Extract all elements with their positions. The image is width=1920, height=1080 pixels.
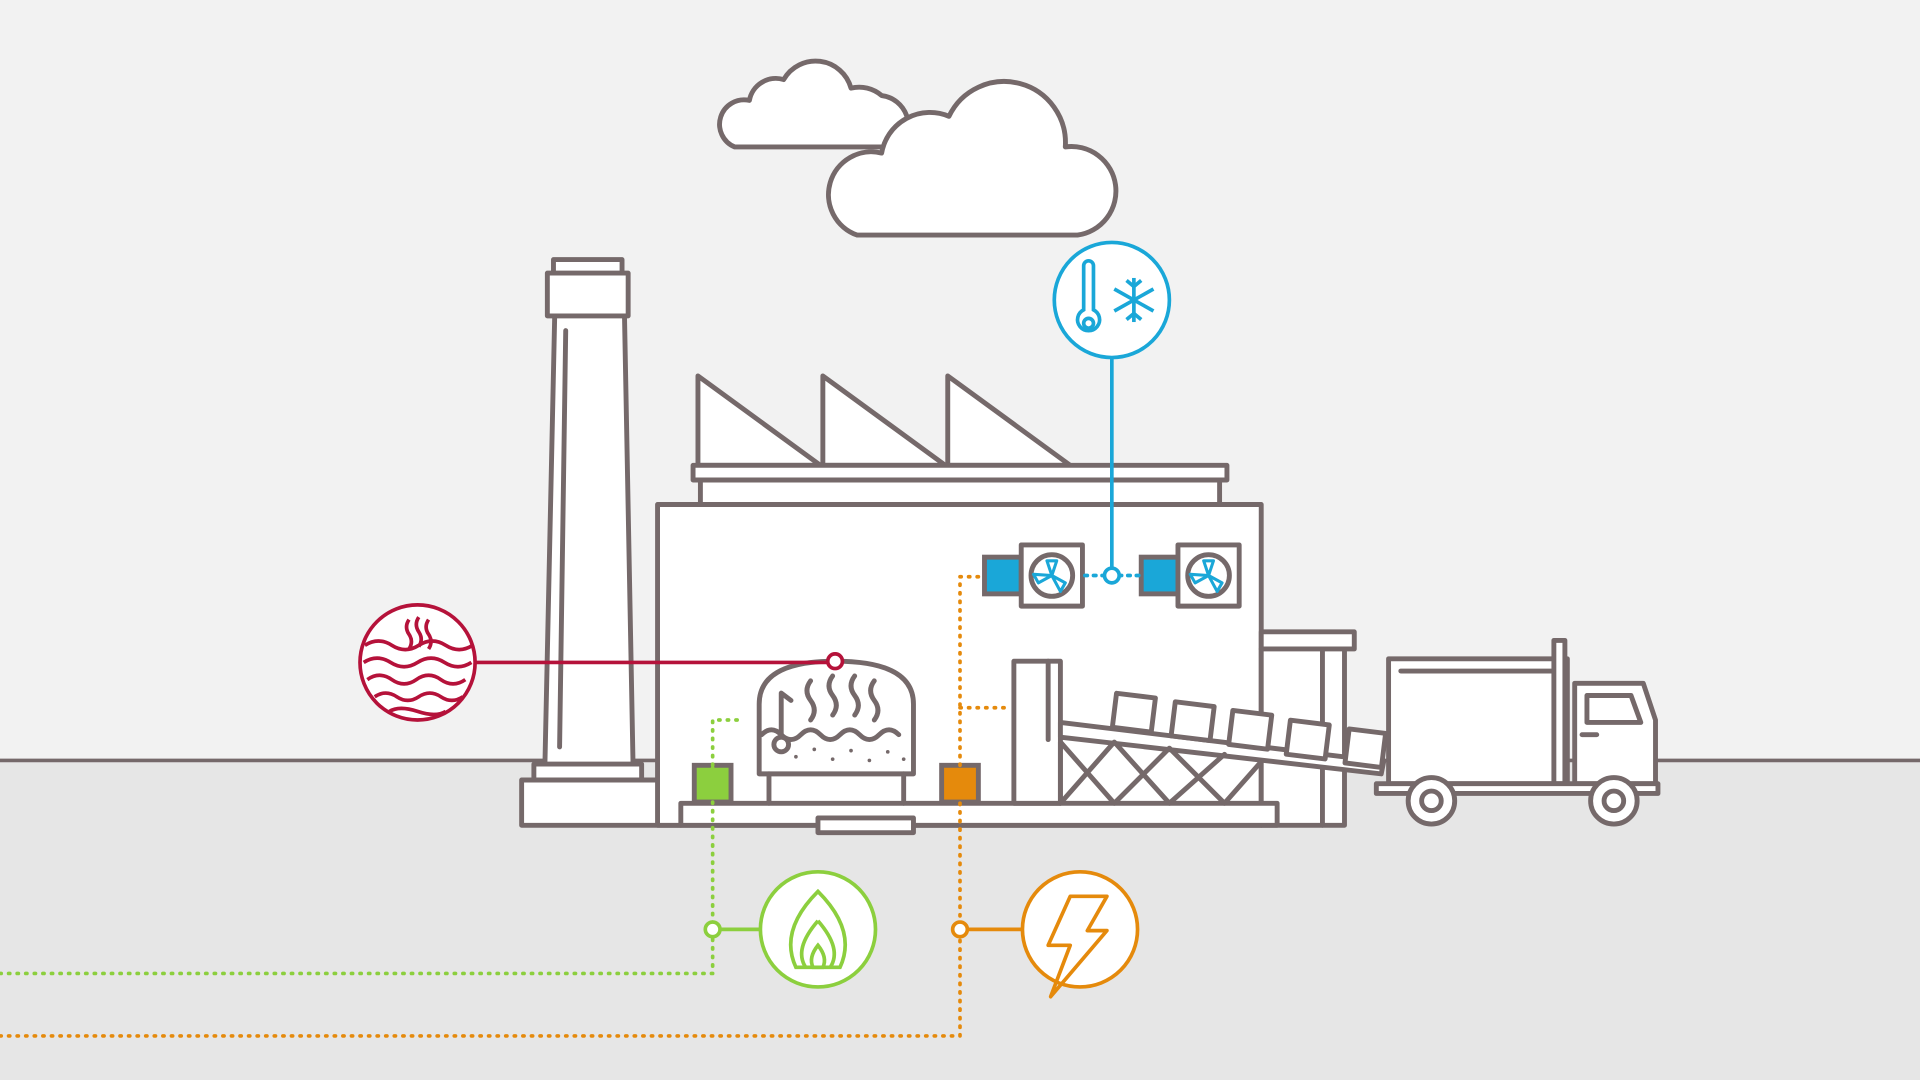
truck-icon <box>1373 637 1661 827</box>
thermometer-snowflake-icon <box>1052 240 1172 360</box>
cooling-unit-left <box>982 542 1085 609</box>
electricity-connection <box>0 574 1140 1038</box>
cloud-icon <box>717 58 911 150</box>
gas-flame-icon <box>758 870 878 989</box>
cooling-connection <box>1052 240 1172 585</box>
furnace <box>756 658 916 806</box>
heat-connection <box>358 603 845 722</box>
gas-connection <box>0 718 878 989</box>
conveyor <box>1011 658 1389 806</box>
electricity-meter <box>939 762 981 805</box>
box-icon <box>1109 690 1389 770</box>
factory-roof <box>690 373 1230 507</box>
fan-icon <box>1188 559 1224 593</box>
lightning-bolt-icon <box>1020 870 1140 989</box>
fan-icon <box>1031 559 1067 593</box>
factory-building <box>655 502 1357 836</box>
cooling-unit-right <box>1138 542 1242 609</box>
cloud-icon <box>826 79 1119 238</box>
chimney-icon <box>519 257 684 828</box>
